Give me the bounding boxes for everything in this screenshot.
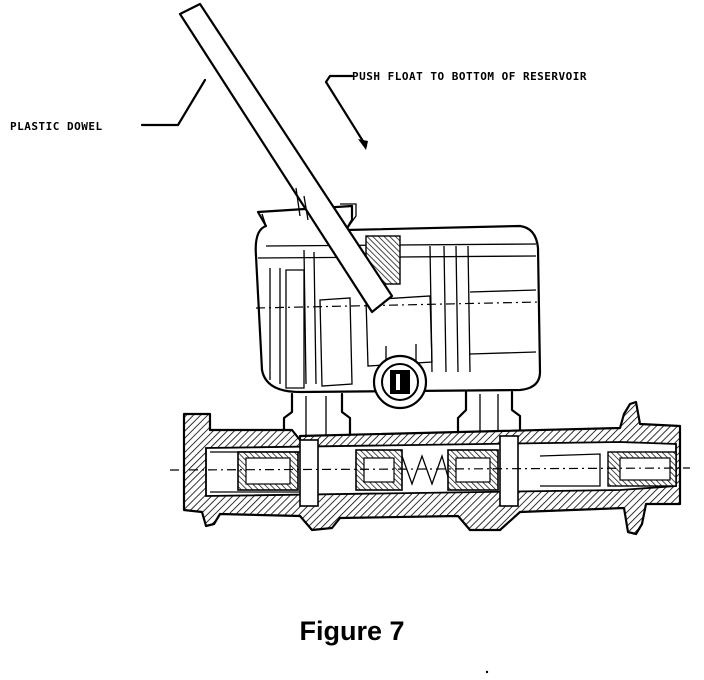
plastic-dowel-leader-line: [140, 78, 207, 127]
plastic-dowel-label: PLASTIC DOWEL: [10, 120, 103, 133]
cylinder-centerline: [169, 467, 691, 471]
figure-caption: Figure 7: [299, 616, 405, 646]
fitting-nut: [372, 354, 428, 410]
plastic-dowel: [178, 2, 394, 314]
pistons-and-springs: [237, 435, 677, 507]
reservoir-outlets: [282, 390, 522, 440]
instruction-arrow: [324, 74, 368, 150]
stray-dot: [485, 670, 489, 674]
push-float-instruction-label: PUSH FLOAT TO BOTTOM OF RESERVOIR: [352, 70, 587, 83]
